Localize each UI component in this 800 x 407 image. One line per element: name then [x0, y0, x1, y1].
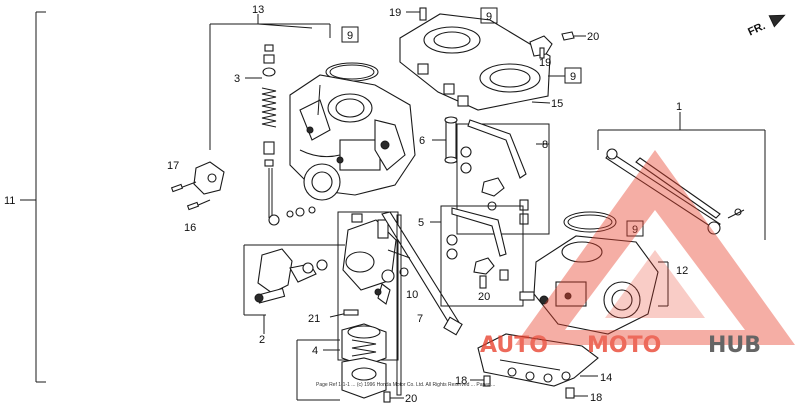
callout-8: 8	[542, 139, 548, 151]
watermark-text-hub: HUB	[708, 333, 761, 358]
callout-20b: 20	[478, 291, 490, 303]
bracket-plate-14	[477, 333, 599, 387]
callout-21: 21	[308, 313, 320, 325]
footer-note: Page Ref 1-1-1 ... (c) 1996 Honda Motor …	[316, 382, 495, 388]
link-6	[432, 116, 458, 164]
throttle-link-17-16	[170, 161, 225, 211]
callout-11: 11	[4, 195, 15, 207]
callout-20a: 20	[587, 31, 599, 43]
callout-2: 2	[259, 334, 265, 346]
callout-19b: 19	[539, 57, 551, 69]
callout-9a: 9	[347, 30, 353, 42]
callout-7: 7	[417, 313, 423, 325]
callout-9c: 9	[570, 71, 576, 83]
bracket-20-19-top-right	[529, 31, 586, 59]
callout-1: 1	[676, 101, 682, 113]
bolt-18-left	[470, 375, 491, 387]
choke-lever-2	[254, 248, 328, 304]
bracket-2	[243, 244, 345, 334]
bracket-4	[296, 339, 340, 401]
air-funnel-plate-15	[399, 13, 551, 111]
callout-4: 4	[312, 345, 318, 357]
callout-6: 6	[419, 135, 425, 147]
callout-9b: 9	[486, 11, 492, 23]
automotohub-watermark: AUTO MOTO HUB	[480, 150, 795, 358]
front-direction-arrow: FR.	[746, 14, 786, 38]
o-ring-right	[563, 211, 617, 233]
callout-box-9b	[480, 7, 498, 24]
callout-3: 3	[234, 73, 240, 85]
link-8-bracket	[456, 119, 550, 235]
watermark-text-moto: MOTO	[587, 333, 661, 358]
needle-assembly-3	[245, 44, 316, 226]
callout-18a: 18	[455, 375, 467, 387]
carburetor-body-left	[289, 74, 416, 201]
bolt-18-right	[565, 387, 588, 399]
bracket-11	[20, 11, 46, 383]
callout-17: 17	[167, 160, 179, 172]
callout-5: 5	[418, 217, 424, 229]
screw-19-top	[406, 7, 427, 21]
callout-18b: 18	[590, 392, 602, 404]
callout-12: 12	[676, 265, 688, 277]
direction-label: FR.	[746, 20, 767, 38]
watermark-text-auto: AUTO	[480, 333, 548, 358]
bolt-20-bottom	[383, 391, 404, 403]
callout-15: 15	[551, 98, 563, 110]
callout-14: 14	[600, 372, 612, 384]
callout-9d: 9	[632, 224, 638, 236]
callout-box-9d	[626, 220, 644, 237]
link-5-bracket	[430, 205, 524, 307]
float-chamber-center	[337, 211, 399, 361]
float-bowl-4	[341, 323, 387, 399]
link-arm-right	[605, 148, 745, 235]
callout-16: 16	[184, 222, 196, 234]
bracket-13	[209, 14, 331, 150]
bracket-12	[658, 261, 669, 307]
carburetor-body-right	[519, 211, 659, 335]
callout-box-9a	[341, 26, 359, 43]
bracket-1	[597, 112, 766, 240]
callout-13: 13	[252, 4, 264, 16]
callout-20c: 20	[405, 393, 417, 405]
watermark-triangle-icon	[515, 150, 795, 345]
callout-19a: 19	[389, 7, 401, 19]
callout-10: 10	[406, 289, 418, 301]
screw-21	[329, 309, 359, 318]
